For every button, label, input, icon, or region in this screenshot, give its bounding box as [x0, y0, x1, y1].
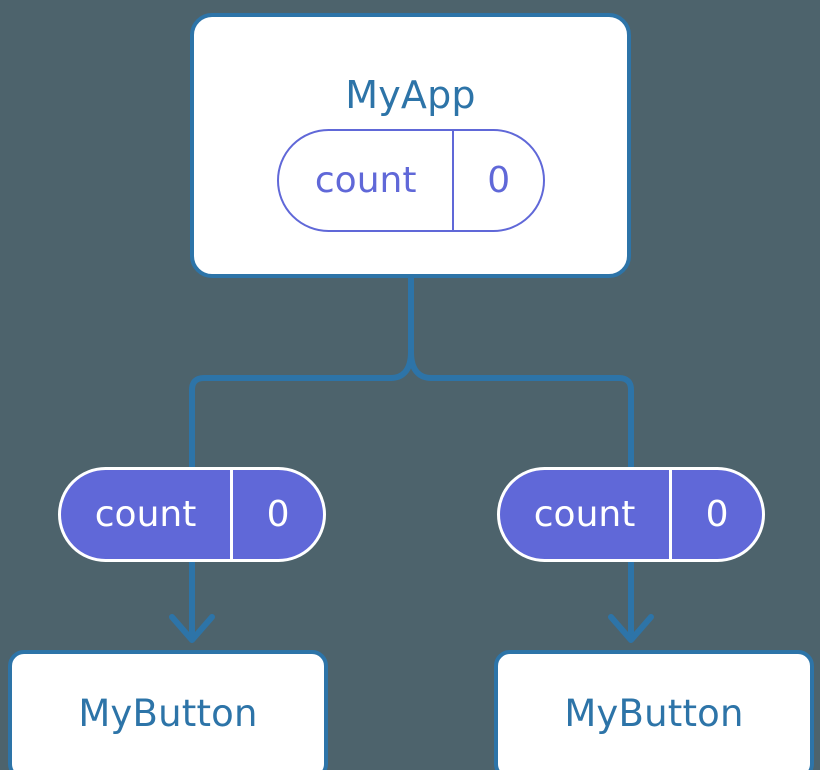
root-component-label: MyApp: [345, 73, 476, 117]
leaf-component-card-left[interactable]: MyButton: [8, 650, 328, 770]
connector-branch-right: [408, 349, 634, 470]
leaf-component-label-left: MyButton: [78, 692, 258, 735]
leaf-component-label-right: MyButton: [564, 692, 744, 735]
prop-pill-left-value: 0: [266, 493, 290, 535]
prop-pill-right[interactable]: count 0: [497, 467, 765, 562]
arrow-head-right-icon: [608, 614, 654, 643]
prop-pill-right-value: 0: [705, 493, 729, 535]
arrow-head-left-icon: [169, 614, 215, 643]
connector-branch-left: [189, 349, 414, 470]
root-state-value: 0: [487, 159, 511, 201]
root-state-pill[interactable]: count 0: [277, 129, 545, 232]
root-state-key: count: [279, 131, 455, 230]
prop-pill-right-key: count: [500, 470, 673, 559]
leaf-component-card-right[interactable]: MyButton: [494, 650, 814, 770]
prop-pill-left-key: count: [61, 470, 234, 559]
prop-pill-left[interactable]: count 0: [58, 467, 326, 562]
